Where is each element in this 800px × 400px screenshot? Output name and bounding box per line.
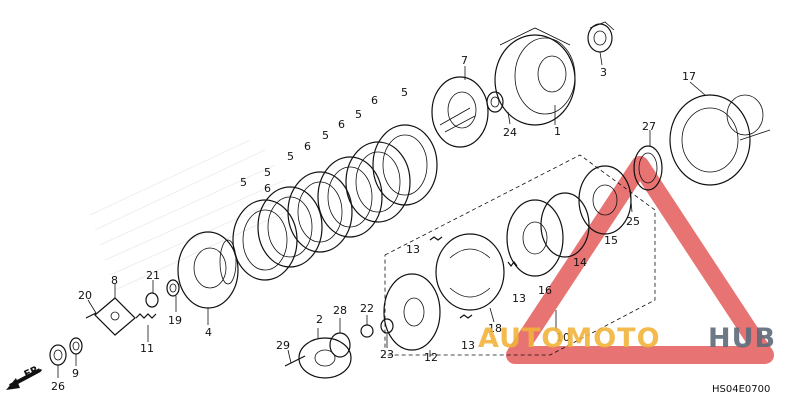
callout-24: 24 — [503, 126, 517, 139]
watermark-brand-part2: HUB — [708, 323, 776, 354]
callout-5c: 5 — [322, 129, 329, 142]
callout-23: 23 — [380, 348, 394, 361]
washer-part-23 — [380, 318, 394, 334]
background-hatch — [89, 139, 291, 291]
callout-6c: 6 — [371, 94, 378, 107]
callout-29: 29 — [276, 339, 290, 352]
washer-part-24 — [486, 91, 504, 113]
callout-6d: 6 — [264, 182, 271, 195]
callout-15: 15 — [604, 234, 618, 247]
drum-part-12 — [383, 273, 441, 351]
spring-part-11 — [135, 313, 157, 319]
callout-3: 3 — [600, 66, 607, 79]
clutch-disc-stack — [232, 124, 438, 281]
leader-lines — [57, 51, 706, 378]
callout-28: 28 — [333, 304, 347, 317]
clutch-shoe-part-18 — [435, 233, 505, 311]
callout-labels: 1 2 3 4 5 5 5 5 5 5 6 6 6 6 7 8 9 10 11 … — [51, 54, 696, 393]
bearing-part-27 — [633, 145, 663, 191]
callout-2: 2 — [316, 313, 323, 326]
centrifugal-clutch-box — [384, 154, 656, 356]
callout-19: 19 — [168, 314, 182, 327]
callout-17: 17 — [682, 70, 696, 83]
collar-part-3 — [587, 21, 615, 53]
cam-part-2 — [298, 337, 352, 379]
callout-14: 14 — [573, 256, 587, 269]
callout-13a: 13 — [406, 243, 420, 256]
clutch-center-part-4 — [177, 231, 239, 309]
callout-5e: 5 — [401, 86, 408, 99]
drive-gear-part-17 — [669, 94, 771, 186]
bolt-part-20 — [85, 312, 97, 319]
callout-6a: 6 — [304, 140, 311, 153]
callout-13b: 13 — [512, 292, 526, 305]
callout-26: 26 — [51, 380, 65, 393]
callout-25: 25 — [626, 215, 640, 228]
callout-13c: 13 — [461, 339, 475, 352]
callout-21: 21 — [146, 269, 160, 282]
callout-9: 9 — [72, 367, 79, 380]
callout-5f: 5 — [264, 166, 271, 179]
watermark-triangle — [506, 156, 774, 364]
nut-part-21 — [145, 292, 159, 308]
watermark-text: AUTOMOTO HUB — [478, 323, 776, 354]
washer-part-9 — [69, 337, 83, 355]
callout-12: 12 — [424, 351, 438, 364]
callout-16: 16 — [538, 284, 552, 297]
callout-20: 20 — [78, 289, 92, 302]
callout-8: 8 — [111, 274, 118, 287]
callout-5a: 5 — [240, 176, 247, 189]
diagram-code: HS04E0700 — [712, 384, 770, 395]
callout-22: 22 — [360, 302, 374, 315]
callout-7: 7 — [461, 54, 468, 67]
plate-part-8 — [94, 297, 136, 336]
pressure-plate-part-7 — [431, 76, 489, 148]
plate-part-14 — [506, 199, 564, 277]
callout-4: 4 — [205, 326, 212, 339]
clutch-outer-part-1 — [494, 27, 576, 126]
bolt-part-29 — [284, 355, 306, 367]
callout-10: 10 — [556, 331, 570, 344]
callout-18: 18 — [488, 322, 502, 335]
callout-1: 1 — [554, 125, 561, 138]
ring-part-16 — [540, 192, 590, 258]
spring-part-13 — [429, 236, 518, 319]
bearing-part-26 — [49, 344, 67, 366]
callout-11: 11 — [140, 342, 154, 355]
washer-part-19 — [166, 279, 180, 297]
watermark-brand-part1: AUTOMOTO — [478, 323, 661, 354]
front-direction-arrow: FR. — [6, 363, 44, 390]
callout-5d: 5 — [355, 108, 362, 121]
nut-part-22 — [360, 324, 374, 338]
callout-5b: 5 — [287, 150, 294, 163]
front-label: FR. — [23, 363, 44, 381]
callout-6b: 6 — [338, 118, 345, 131]
callout-27: 27 — [642, 120, 656, 133]
